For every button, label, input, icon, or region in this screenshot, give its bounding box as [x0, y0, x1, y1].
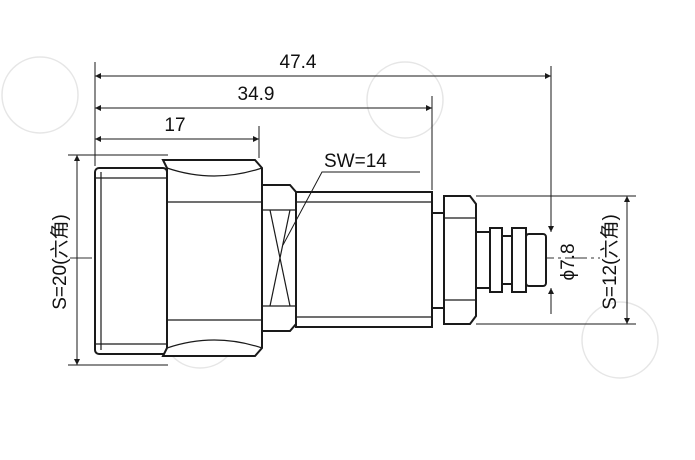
large-hex-nut	[161, 159, 263, 357]
small-hex-nut	[443, 195, 477, 325]
overall-length-label: 47.4	[280, 52, 317, 73]
rear-pin	[475, 227, 547, 293]
body-length-label: 34.9	[238, 84, 275, 105]
sw14-label: SW=14	[324, 151, 387, 172]
connector-body	[295, 191, 433, 328]
small-hex-label: S=12(六角)	[599, 214, 621, 310]
large-hex-label: S=20(六角)	[49, 214, 71, 310]
coupling-nut	[94, 167, 168, 355]
pin-diameter-label: ϕ7.8	[558, 243, 579, 280]
hex-length-label: 17	[164, 115, 185, 136]
extension-lines	[68, 62, 636, 366]
sw14-leader	[282, 171, 420, 246]
collar	[431, 212, 445, 309]
sw14-hex	[261, 184, 297, 332]
